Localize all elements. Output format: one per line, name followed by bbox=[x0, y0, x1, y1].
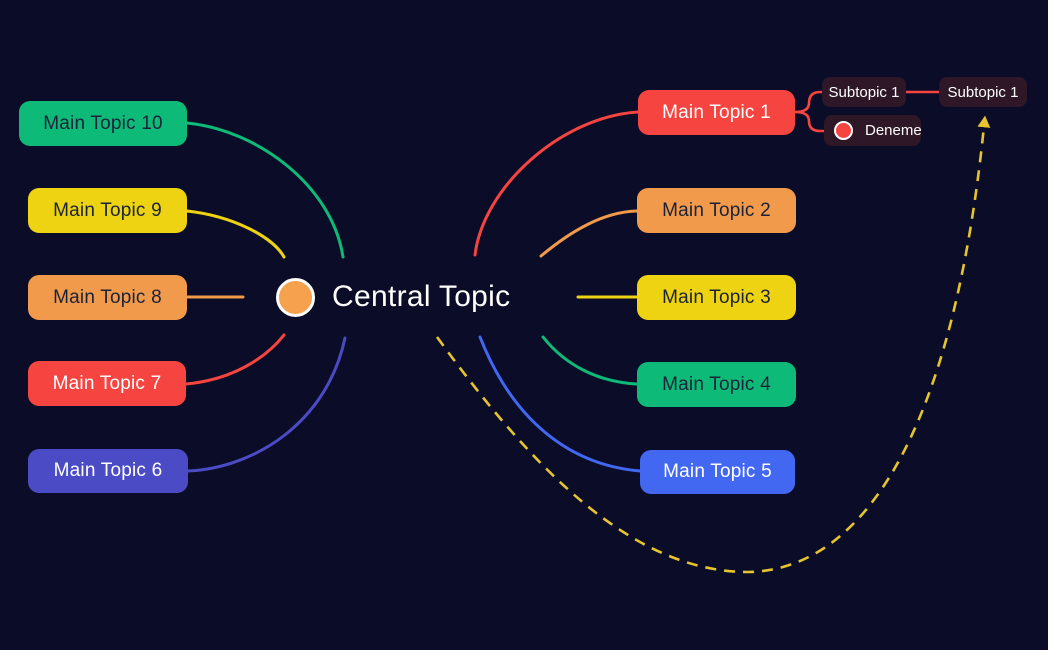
central-topic-label: Central Topic bbox=[332, 280, 511, 313]
node-main-topic-7[interactable]: Main Topic 7 bbox=[28, 361, 186, 406]
node-subtopic-1[interactable]: Subtopic 1 bbox=[822, 77, 906, 107]
node-main-topic-4[interactable]: Main Topic 4 bbox=[637, 362, 796, 407]
node-label: Main Topic 8 bbox=[53, 286, 162, 308]
edge-main-topic-5 bbox=[478, 335, 642, 473]
node-deneme[interactable]: Deneme bbox=[824, 115, 922, 146]
edge-main-topic-6 bbox=[186, 336, 347, 473]
node-main-topic-5[interactable]: Main Topic 5 bbox=[640, 450, 795, 494]
edge-subtopic-1 bbox=[793, 90, 824, 114]
edge-main-topic-2 bbox=[539, 209, 639, 258]
edge-main-topic-4 bbox=[541, 335, 639, 386]
node-label: Subtopic 1 bbox=[828, 83, 900, 101]
red-circle-icon bbox=[834, 121, 853, 140]
node-label: Subtopic 1 bbox=[947, 83, 1019, 101]
node-main-topic-2[interactable]: Main Topic 2 bbox=[637, 188, 796, 233]
node-main-topic-6[interactable]: Main Topic 6 bbox=[28, 449, 188, 493]
node-main-topic-10[interactable]: Main Topic 10 bbox=[19, 101, 187, 146]
node-subtopic-1-copy[interactable]: Subtopic 1 bbox=[939, 77, 1027, 107]
central-topic-circle-icon bbox=[276, 277, 315, 317]
node-label: Deneme bbox=[865, 122, 922, 139]
node-main-topic-1[interactable]: Main Topic 1 bbox=[638, 90, 795, 135]
node-label: Main Topic 9 bbox=[53, 199, 162, 221]
edge-main-topic-1 bbox=[473, 110, 640, 257]
node-label: Main Topic 1 bbox=[662, 101, 771, 123]
central-topic-node[interactable]: Central Topic bbox=[276, 269, 510, 325]
node-label: Main Topic 3 bbox=[662, 286, 771, 308]
node-label: Main Topic 2 bbox=[662, 199, 771, 221]
node-label: Main Topic 7 bbox=[52, 372, 162, 394]
node-main-topic-3[interactable]: Main Topic 3 bbox=[637, 275, 796, 320]
node-label: Main Topic 10 bbox=[43, 112, 163, 134]
node-label: Main Topic 5 bbox=[663, 461, 772, 482]
edge-main-topic-9 bbox=[185, 209, 286, 259]
node-label: Main Topic 6 bbox=[53, 460, 163, 481]
edge-main-topic-10 bbox=[185, 121, 345, 259]
edge-deneme bbox=[793, 110, 826, 133]
edge-main-topic-7 bbox=[184, 333, 286, 386]
node-main-topic-8[interactable]: Main Topic 8 bbox=[28, 275, 187, 320]
node-label: Main Topic 4 bbox=[662, 373, 771, 395]
node-main-topic-9[interactable]: Main Topic 9 bbox=[28, 188, 187, 233]
